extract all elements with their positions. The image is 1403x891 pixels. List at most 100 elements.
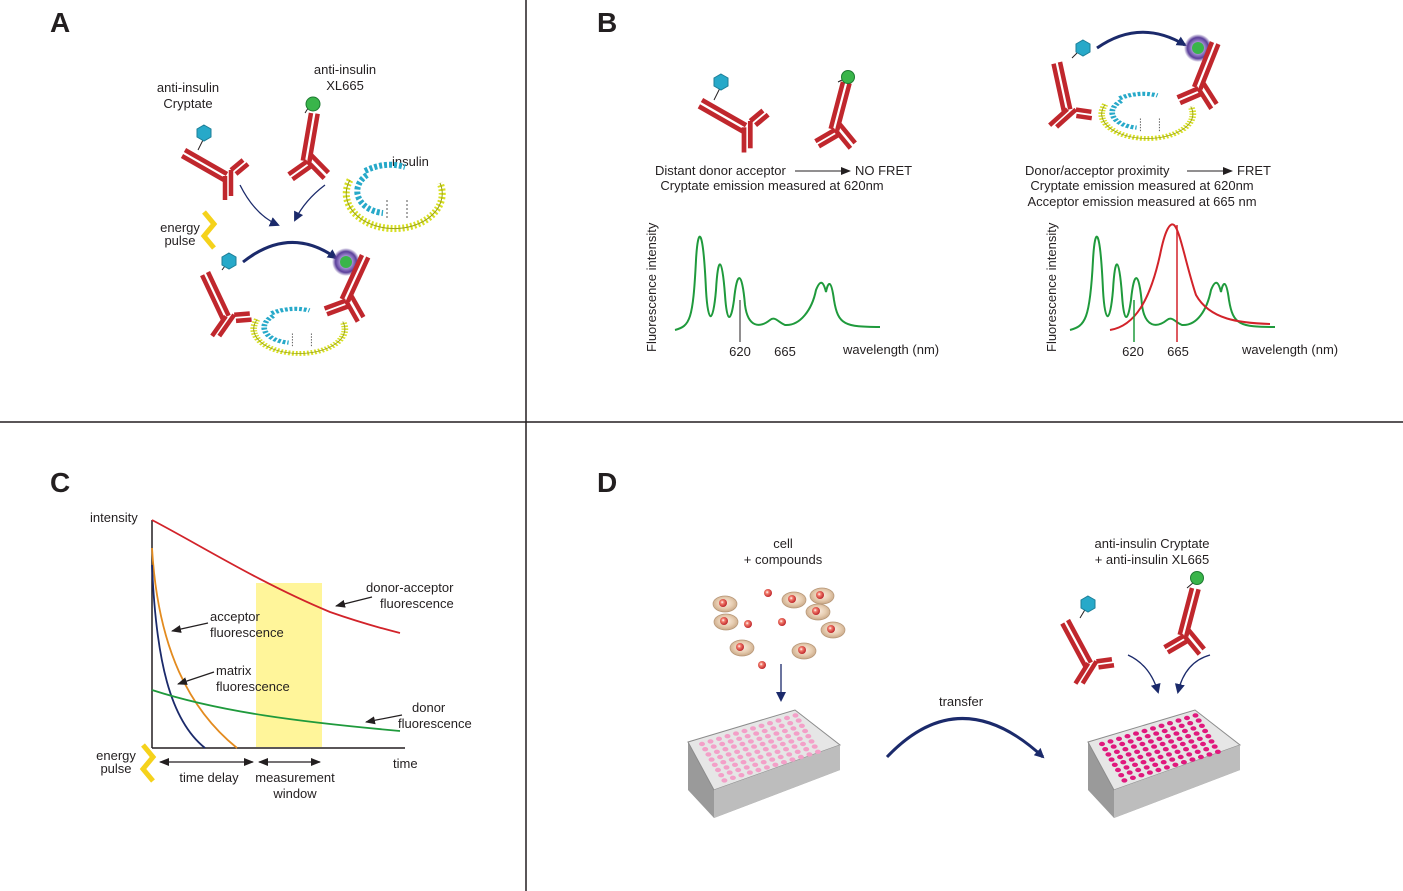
cell-nucleus	[778, 618, 786, 626]
panel-a: A anti-insulin Cryptate anti-insulin XL6…	[50, 7, 442, 354]
plate-well	[717, 754, 724, 760]
antibody-icon	[1151, 571, 1214, 663]
panel-b-letter: B	[597, 7, 617, 38]
plate-well	[1115, 767, 1121, 773]
c-donor-acceptor-line1: donor-acceptor	[366, 580, 454, 595]
plate-well	[1179, 741, 1186, 747]
plate-well	[1174, 749, 1181, 754]
plate-well	[1177, 754, 1184, 760]
b-right-tick-665: 665	[1167, 344, 1189, 359]
plate-well	[1117, 754, 1124, 760]
plate-well	[808, 739, 815, 744]
c-time-delay: time delay	[179, 770, 239, 785]
plate-well	[1130, 744, 1137, 749]
plate-well	[1116, 736, 1122, 741]
plate-well	[783, 747, 789, 752]
plate-well	[746, 770, 753, 775]
c-donor-pointer	[365, 714, 403, 725]
plate-well	[1173, 731, 1180, 736]
b-left-line1-prefix: Distant donor acceptor	[655, 163, 786, 178]
plate-well	[1138, 773, 1145, 778]
plate-well	[794, 749, 801, 754]
d-transfer-label: transfer	[939, 694, 984, 709]
plate-well	[1146, 770, 1153, 775]
plate-well	[1192, 713, 1199, 718]
plate-well	[711, 762, 718, 767]
plate-well	[788, 739, 795, 744]
plate-well	[787, 721, 794, 726]
plate-well	[743, 765, 750, 770]
plate-well	[772, 762, 779, 767]
d-converge-arrow-right	[1174, 654, 1211, 694]
antibody-icon	[699, 73, 768, 153]
b-right-line1-suffix: FRET	[1237, 163, 1271, 178]
b-right-line1-prefix: Donor/acceptor proximity	[1025, 163, 1170, 178]
plate-well	[725, 752, 732, 757]
b-right-xlabel: wavelength (nm)	[1241, 342, 1338, 357]
plate-well	[1118, 773, 1125, 778]
cell-nucleus	[812, 607, 820, 615]
cell-nucleus	[720, 617, 728, 625]
plate-well	[1139, 741, 1146, 747]
plate-well	[726, 770, 733, 775]
plate-well	[1193, 731, 1200, 736]
plate-well	[754, 749, 761, 754]
converge-arrow-left	[239, 184, 280, 227]
b-left-xlabel: wavelength (nm)	[842, 342, 939, 357]
plate-well	[1171, 744, 1178, 749]
plate-well	[1168, 739, 1175, 744]
plate-well	[721, 778, 728, 783]
b-right-acceptor-spectrum	[1109, 223, 1271, 331]
plate-well	[1099, 741, 1105, 747]
plate-well	[761, 728, 768, 734]
plate-well	[710, 744, 717, 749]
plate-well	[1113, 749, 1120, 754]
antibody-icon	[1021, 39, 1102, 142]
c-donor-acceptor-line2: fluorescence	[380, 596, 454, 611]
d-reagent-label-line1: anti-insulin Cryptate	[1095, 536, 1210, 551]
plate-well	[1161, 728, 1168, 734]
plate-well	[1202, 728, 1209, 734]
plate-well	[1135, 767, 1142, 773]
plate-well	[1119, 741, 1126, 747]
plate-well	[760, 760, 767, 765]
plate-well	[1120, 760, 1127, 765]
antibody-icon	[182, 124, 248, 200]
panel-c-letter: C	[50, 467, 70, 498]
plate-well	[708, 757, 715, 762]
panel-b: B Distant donor acceptor NO FRET Cryptat…	[597, 7, 1338, 359]
plate-well	[1208, 739, 1215, 744]
plate-well	[1186, 752, 1193, 757]
plate-well	[1105, 752, 1112, 757]
b-right-tick-620: 620	[1122, 344, 1144, 359]
plate-well	[779, 741, 786, 747]
plate-well	[1170, 726, 1177, 731]
plate-well	[1191, 744, 1198, 749]
plate-well	[737, 754, 744, 760]
plate-well	[749, 757, 755, 762]
plate-well	[775, 718, 782, 723]
plate-well	[1136, 736, 1143, 741]
plate-well	[1137, 754, 1144, 760]
plate-well	[699, 741, 705, 747]
plate-well	[1140, 760, 1147, 765]
plate-well	[742, 747, 749, 752]
d-reagent-label-line2: + anti-insulin XL665	[1095, 552, 1210, 567]
plate-well	[1154, 749, 1161, 754]
plate-well	[763, 765, 770, 770]
plate-well	[781, 728, 788, 734]
energy-transfer-arrow	[242, 240, 338, 264]
plate-well	[1132, 762, 1138, 767]
plate-well	[1121, 778, 1128, 783]
plate-well	[707, 739, 714, 744]
plate-well	[1155, 767, 1162, 773]
plate-well	[1187, 721, 1194, 726]
plate-well	[1196, 736, 1203, 741]
panel-d: D cell + compounds transfer anti-insulin…	[597, 467, 1242, 818]
plate-well	[1188, 739, 1195, 744]
insulin-label: insulin	[392, 154, 429, 169]
plate-well	[1147, 739, 1154, 744]
plate-well	[1124, 734, 1131, 739]
plate-well	[796, 736, 803, 741]
microplate-icon	[1087, 709, 1242, 818]
